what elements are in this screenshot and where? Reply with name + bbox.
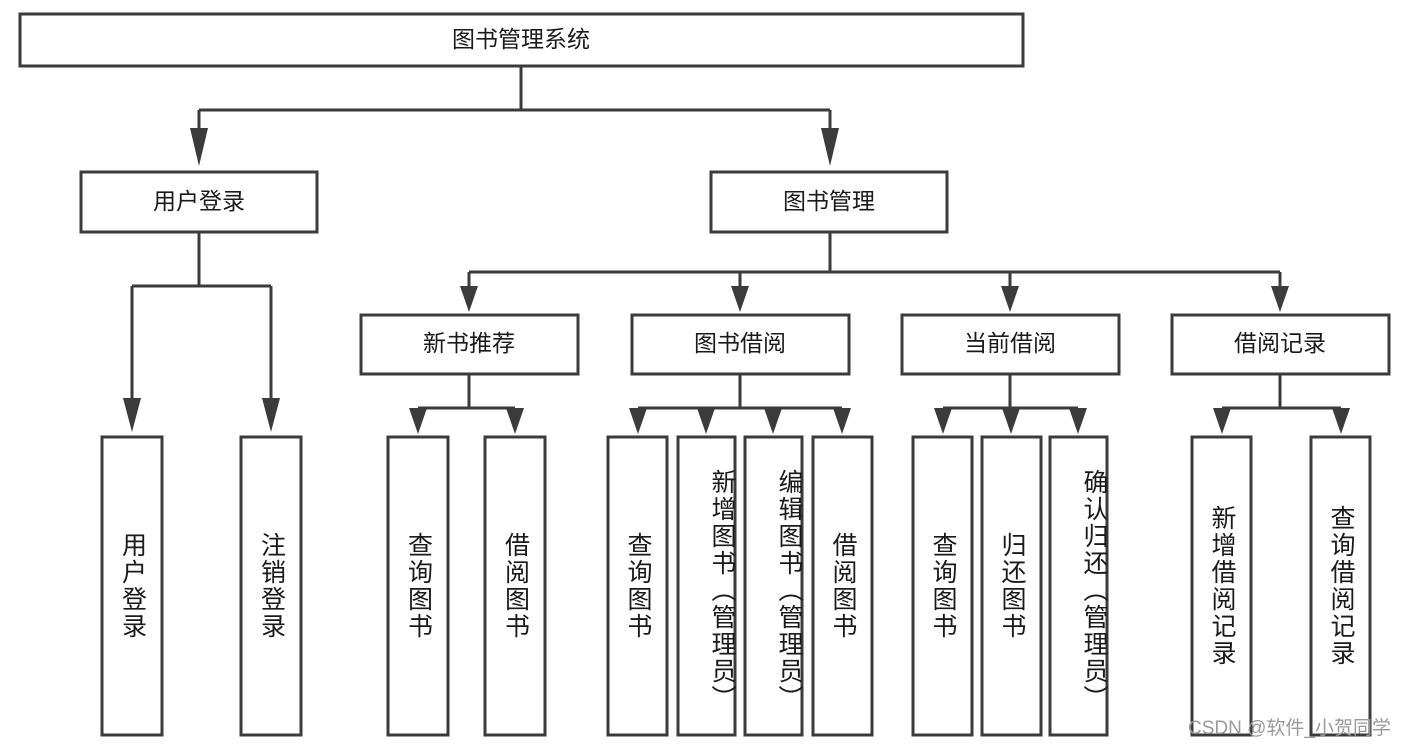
node-user-login[interactable]: 用户登录 <box>79 170 319 234</box>
connector-borrow-to-leaves <box>629 374 851 434</box>
leaf-box-cb-query-book[interactable] <box>911 435 974 737</box>
connector-root-to-level1 <box>190 66 839 166</box>
leaf-box-user-login[interactable] <box>100 435 164 737</box>
connector-current-borrow-to-leaves <box>934 374 1087 434</box>
arrow-head-cb-return <box>1002 408 1020 434</box>
leaf-box-cb-return-book[interactable] <box>980 435 1043 737</box>
node-borrow-records[interactable]: 借阅记录 <box>1170 313 1391 376</box>
arrow-head-book-manage <box>821 128 839 166</box>
node-book-borrow-box[interactable] <box>630 313 851 376</box>
node-new-book-recommend-label: 新书推荐 <box>423 330 515 356</box>
node-book-borrow[interactable]: 图书借阅 <box>630 313 851 376</box>
leaf-box-logout[interactable] <box>239 435 303 737</box>
arrow-head-leaf-user-login <box>123 398 141 432</box>
arrow-head-bo-add <box>697 408 715 434</box>
node-book-manage-label: 图书管理 <box>783 188 875 214</box>
leaf-box-bo-add-book[interactable] <box>676 435 737 737</box>
arrow-head-nb-query <box>409 408 427 434</box>
arrow-head-records <box>1271 286 1289 312</box>
arrow-head-bo-edit <box>764 408 782 434</box>
arrow-head-bo-borrow <box>833 408 851 434</box>
arrow-head-cb-confirm <box>1069 408 1087 434</box>
arrow-head-nb-borrow <box>506 408 524 434</box>
arrow-head-rec-add <box>1213 408 1231 434</box>
leaf-box-bo-query-book[interactable] <box>606 435 669 737</box>
arrow-head-cb-query <box>934 408 952 434</box>
leaf-box-bo-edit-book[interactable] <box>743 435 804 737</box>
node-root-box[interactable] <box>18 12 1025 68</box>
connector-new-book-to-leaves <box>409 374 524 434</box>
leaf-box-nb-query-book[interactable] <box>386 435 450 737</box>
node-user-login-box[interactable] <box>79 170 319 234</box>
arrow-head-current-borrow <box>1001 286 1019 312</box>
arrow-head-bo-query <box>629 408 647 434</box>
node-root[interactable]: 图书管理系统 <box>18 12 1025 68</box>
node-new-book-recommend[interactable]: 新书推荐 <box>359 313 580 376</box>
leaf-box-bo-borrow-book[interactable] <box>811 435 874 737</box>
node-book-manage[interactable]: 图书管理 <box>709 170 949 234</box>
node-current-borrow-box[interactable] <box>900 313 1121 376</box>
node-root-label: 图书管理系统 <box>452 26 590 52</box>
csdn-watermark: CSDN @软件_小贺同学 <box>1188 718 1391 739</box>
node-book-manage-box[interactable] <box>709 170 949 234</box>
node-new-book-recommend-box[interactable] <box>359 313 580 376</box>
connector-user-login-to-children <box>123 232 280 432</box>
connector-records-to-leaves <box>1213 374 1350 434</box>
leaf-box-rec-query-record[interactable] <box>1309 435 1372 737</box>
arrow-head-new-book <box>460 286 478 312</box>
node-book-borrow-label: 图书借阅 <box>694 330 786 356</box>
arrow-head-rec-query <box>1332 408 1350 434</box>
leaf-box-rec-add-record[interactable] <box>1190 435 1253 737</box>
arrow-head-user-login <box>190 128 208 166</box>
leaf-box-cb-confirm-return[interactable] <box>1048 435 1109 737</box>
arrow-head-leaf-logout <box>262 398 280 432</box>
node-borrow-records-box[interactable] <box>1170 313 1391 376</box>
node-user-login-label: 用户登录 <box>153 188 245 214</box>
node-current-borrow-label: 当前借阅 <box>964 330 1056 356</box>
leaf-box-nb-borrow-book[interactable] <box>483 435 547 737</box>
arrow-head-borrow <box>731 286 749 312</box>
node-borrow-records-label: 借阅记录 <box>1234 330 1326 356</box>
node-current-borrow[interactable]: 当前借阅 <box>900 313 1121 376</box>
connector-book-manage-to-level2 <box>460 232 1289 312</box>
